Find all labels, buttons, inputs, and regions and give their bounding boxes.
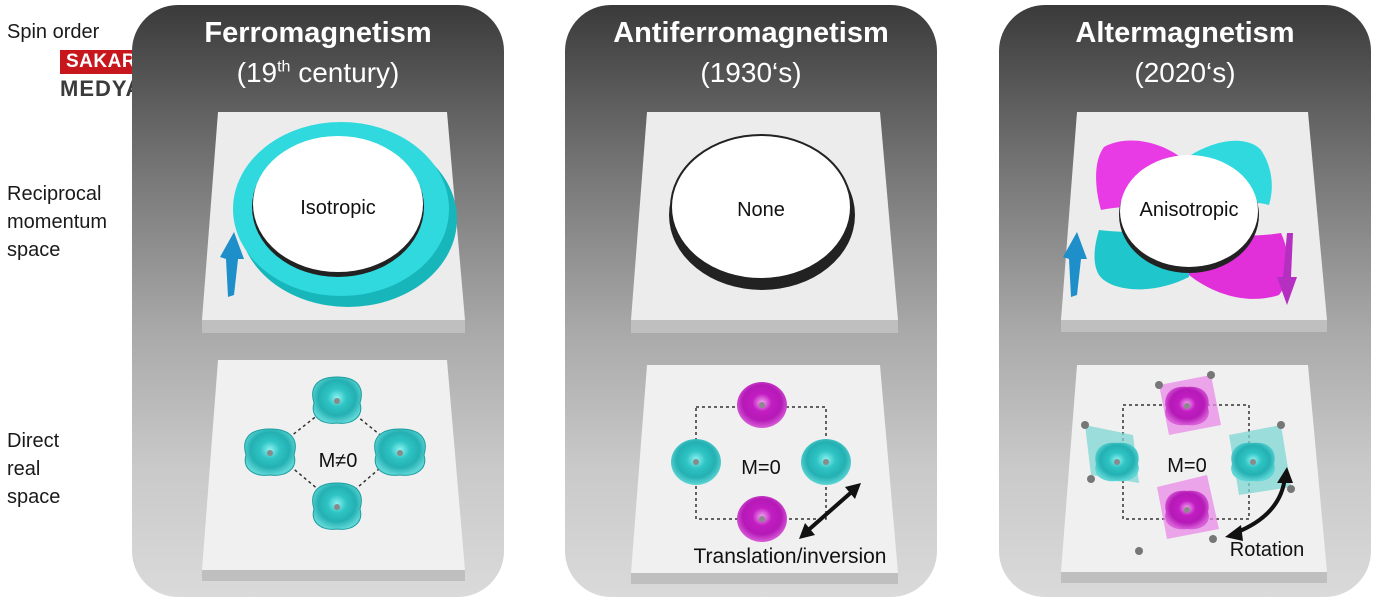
momentum-label: None bbox=[737, 199, 785, 221]
panel-subtitle-suffix: century) bbox=[290, 57, 400, 88]
panel-subtitle-text: (2020‘s) bbox=[1134, 57, 1236, 88]
panel-subtitle-text: (19 bbox=[236, 57, 278, 88]
momentum-lobes bbox=[1094, 140, 1289, 299]
symmetry-operation-label: Rotation bbox=[1229, 539, 1305, 561]
panel-graphics bbox=[202, 112, 465, 581]
row-label-reciprocal-line2: momentum bbox=[7, 211, 108, 233]
atom-magenta-top bbox=[1165, 386, 1209, 426]
atom-cyan-left bbox=[244, 428, 296, 476]
row-label-direct: Direct real space bbox=[7, 427, 60, 511]
row-label-direct-line3: space bbox=[7, 486, 61, 508]
panel-graphics bbox=[1061, 112, 1327, 583]
panel-title: Ferromagnetism bbox=[204, 17, 432, 49]
panel-graphics bbox=[631, 112, 898, 584]
symmetry-operation-label: Translation/inversion bbox=[693, 545, 887, 568]
spin-arrow-up-icon bbox=[220, 232, 244, 297]
atom-cyan-top bbox=[312, 376, 362, 424]
magnetization-label: M=0 bbox=[741, 457, 781, 479]
magnetization-label: M≠0 bbox=[318, 450, 358, 472]
panel-ferromagnetism: Ferromagnetism (19th century) bbox=[132, 5, 504, 597]
panel-subtitle: (1930‘s) bbox=[565, 57, 937, 89]
atom-magenta-bottom bbox=[737, 496, 787, 542]
real-tile bbox=[631, 365, 898, 584]
row-label-reciprocal-line3: space bbox=[7, 239, 61, 261]
atom-magenta-top bbox=[737, 382, 787, 428]
atom-cyan-right bbox=[374, 428, 426, 476]
real-tile bbox=[202, 360, 465, 581]
atom-cyan-bottom bbox=[312, 482, 362, 530]
magnetization-label: M=0 bbox=[1167, 455, 1207, 477]
momentum-label: Anisotropic bbox=[1139, 199, 1239, 221]
atom-cyan-right bbox=[1231, 442, 1275, 482]
row-label-spin-order: Spin order bbox=[7, 18, 99, 46]
momentum-ring-cyan bbox=[233, 122, 457, 307]
panel-altermagnetism: Altermagnetism (2020‘s) bbox=[999, 5, 1371, 597]
panel-antiferromagnetism: Antiferromagnetism (1930‘s) bbox=[565, 5, 937, 597]
row-label-reciprocal-line1: Reciprocal bbox=[7, 183, 102, 205]
spin-arrow-up-icon bbox=[1063, 232, 1087, 297]
rotation-arrow-icon bbox=[1225, 467, 1293, 541]
spin-arrow-down-icon bbox=[1277, 233, 1297, 305]
atom-cyan-left bbox=[671, 439, 721, 485]
momentum-label: Isotropic bbox=[300, 197, 376, 219]
panel-title: Antiferromagnetism bbox=[613, 17, 889, 49]
panel-subtitle-sup: th bbox=[277, 58, 291, 76]
atom-cyan-right bbox=[801, 439, 851, 485]
row-label-direct-line1: Direct bbox=[7, 430, 60, 452]
panel-subtitle-text: (1930‘s) bbox=[700, 57, 802, 88]
panel-subtitle: (2020‘s) bbox=[999, 57, 1371, 89]
double-arrow-icon bbox=[799, 483, 861, 539]
momentum-disc bbox=[669, 134, 855, 290]
row-label-direct-line2: real bbox=[7, 458, 41, 480]
panel-subtitle: (19th century) bbox=[132, 57, 504, 89]
panel-title: Altermagnetism bbox=[1075, 17, 1295, 49]
atom-magenta-bottom bbox=[1165, 490, 1209, 530]
row-label-reciprocal: Reciprocal momentum space bbox=[7, 180, 107, 264]
row-label-spin-order-text: Spin order bbox=[7, 21, 100, 43]
atom-cyan-left bbox=[1095, 442, 1139, 482]
